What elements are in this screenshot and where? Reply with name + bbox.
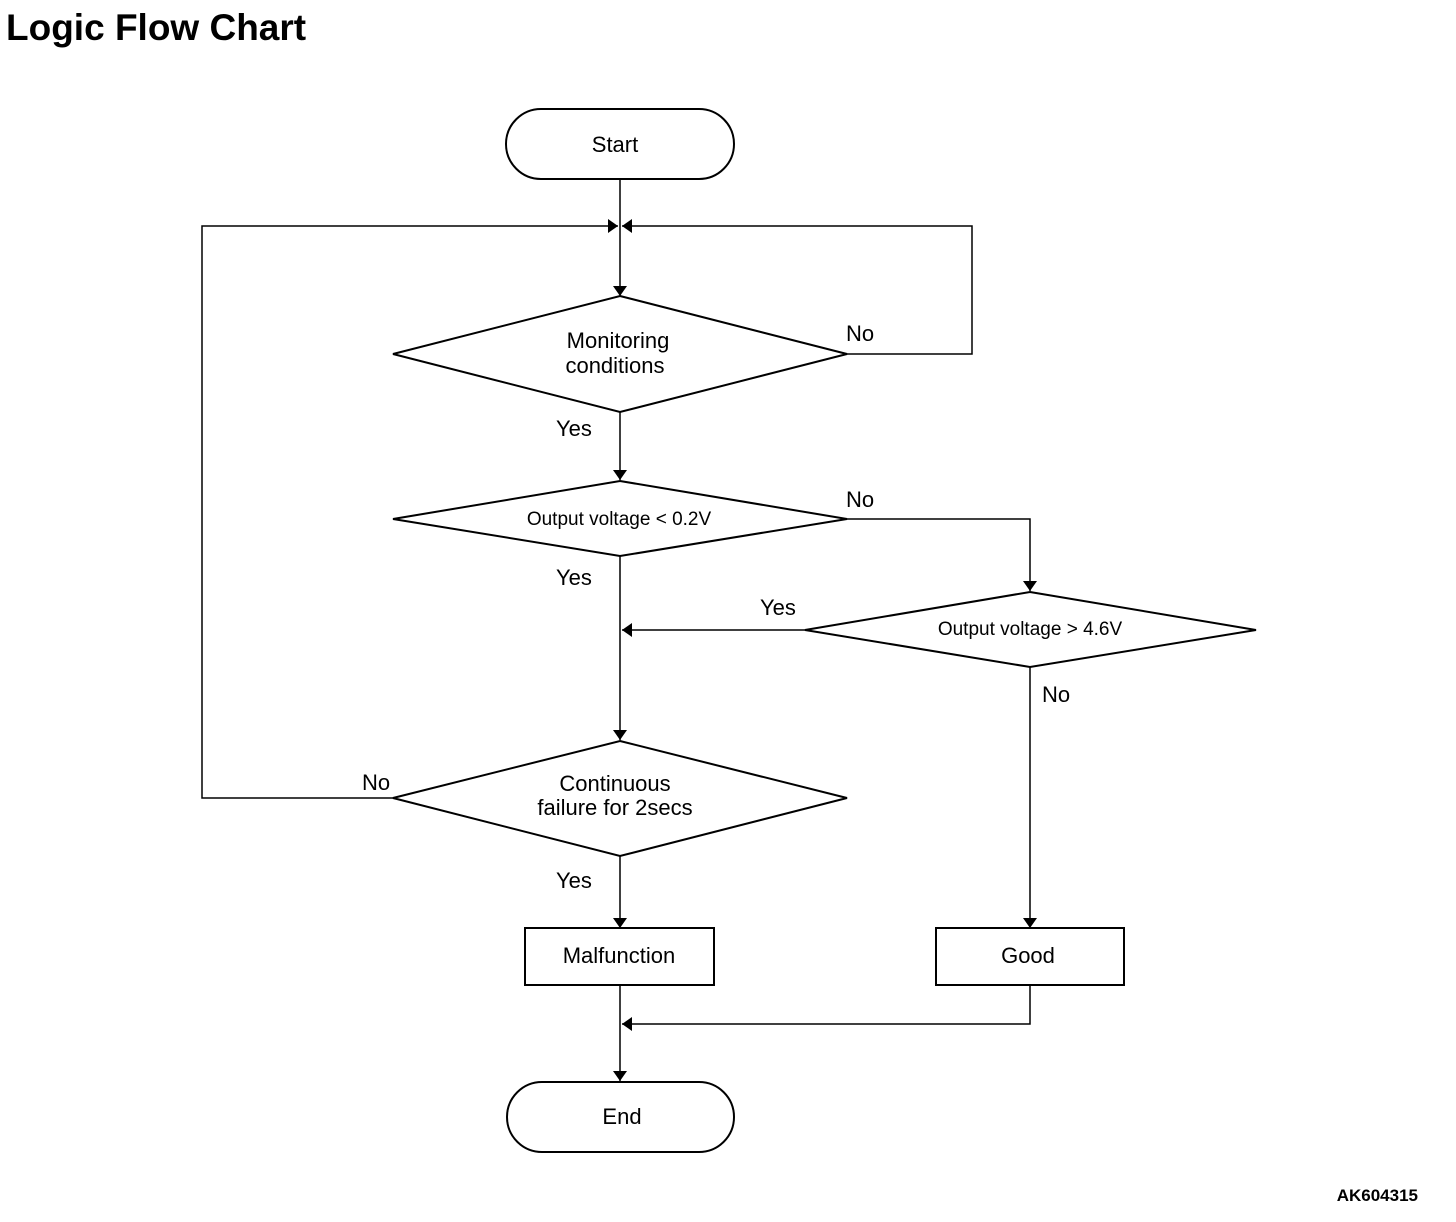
monitoring-label-line-2: conditions <box>565 353 664 378</box>
connector-voltage-low-no <box>847 518 1037 591</box>
branch-label-voltage-high-yes: Yes <box>760 595 796 620</box>
branch-label-voltage-high-no: No <box>1042 682 1070 707</box>
continuous-label-line-2: failure for 2secs <box>537 795 692 820</box>
end-node: End <box>506 1081 735 1153</box>
end-label: End <box>602 1104 641 1129</box>
start-node: Start <box>505 108 735 180</box>
voltage-low-decision: Output voltage < 0.2V <box>392 479 848 558</box>
branch-label-continuous-no: No <box>362 770 390 795</box>
page-title: Logic Flow Chart <box>6 7 307 48</box>
connector-continuous-no-loop <box>201 219 618 799</box>
branch-label-voltage-low-yes: Yes <box>556 565 592 590</box>
branch-label-monitoring-yes: Yes <box>556 416 592 441</box>
malfunction-node: Malfunction <box>524 927 715 986</box>
branch-label-continuous-yes: Yes <box>556 868 592 893</box>
connectors <box>201 179 1037 1081</box>
voltage-high-label: Output voltage > 4.6V <box>938 619 1123 640</box>
branch-label-monitoring-no: No <box>846 321 874 346</box>
monitoring-decision: Monitoring conditions <box>392 294 848 414</box>
branch-label-voltage-low-no: No <box>846 487 874 512</box>
start-label: Start <box>592 132 638 157</box>
connector-good-to-end <box>622 985 1031 1031</box>
continuous-failure-decision: Continuous failure for 2secs <box>392 739 848 858</box>
continuous-label-line-1: Continuous <box>559 771 670 796</box>
good-label: Good <box>1001 943 1055 968</box>
figure-code: AK604315 <box>1336 1186 1418 1205</box>
monitoring-label-line-1: Monitoring <box>567 328 670 353</box>
voltage-low-label: Output voltage < 0.2V <box>527 509 712 530</box>
good-node: Good <box>935 927 1125 986</box>
voltage-high-decision: Output voltage > 4.6V <box>804 590 1257 669</box>
malfunction-label: Malfunction <box>563 943 676 968</box>
connector-monitoring-no-loop <box>622 219 973 355</box>
